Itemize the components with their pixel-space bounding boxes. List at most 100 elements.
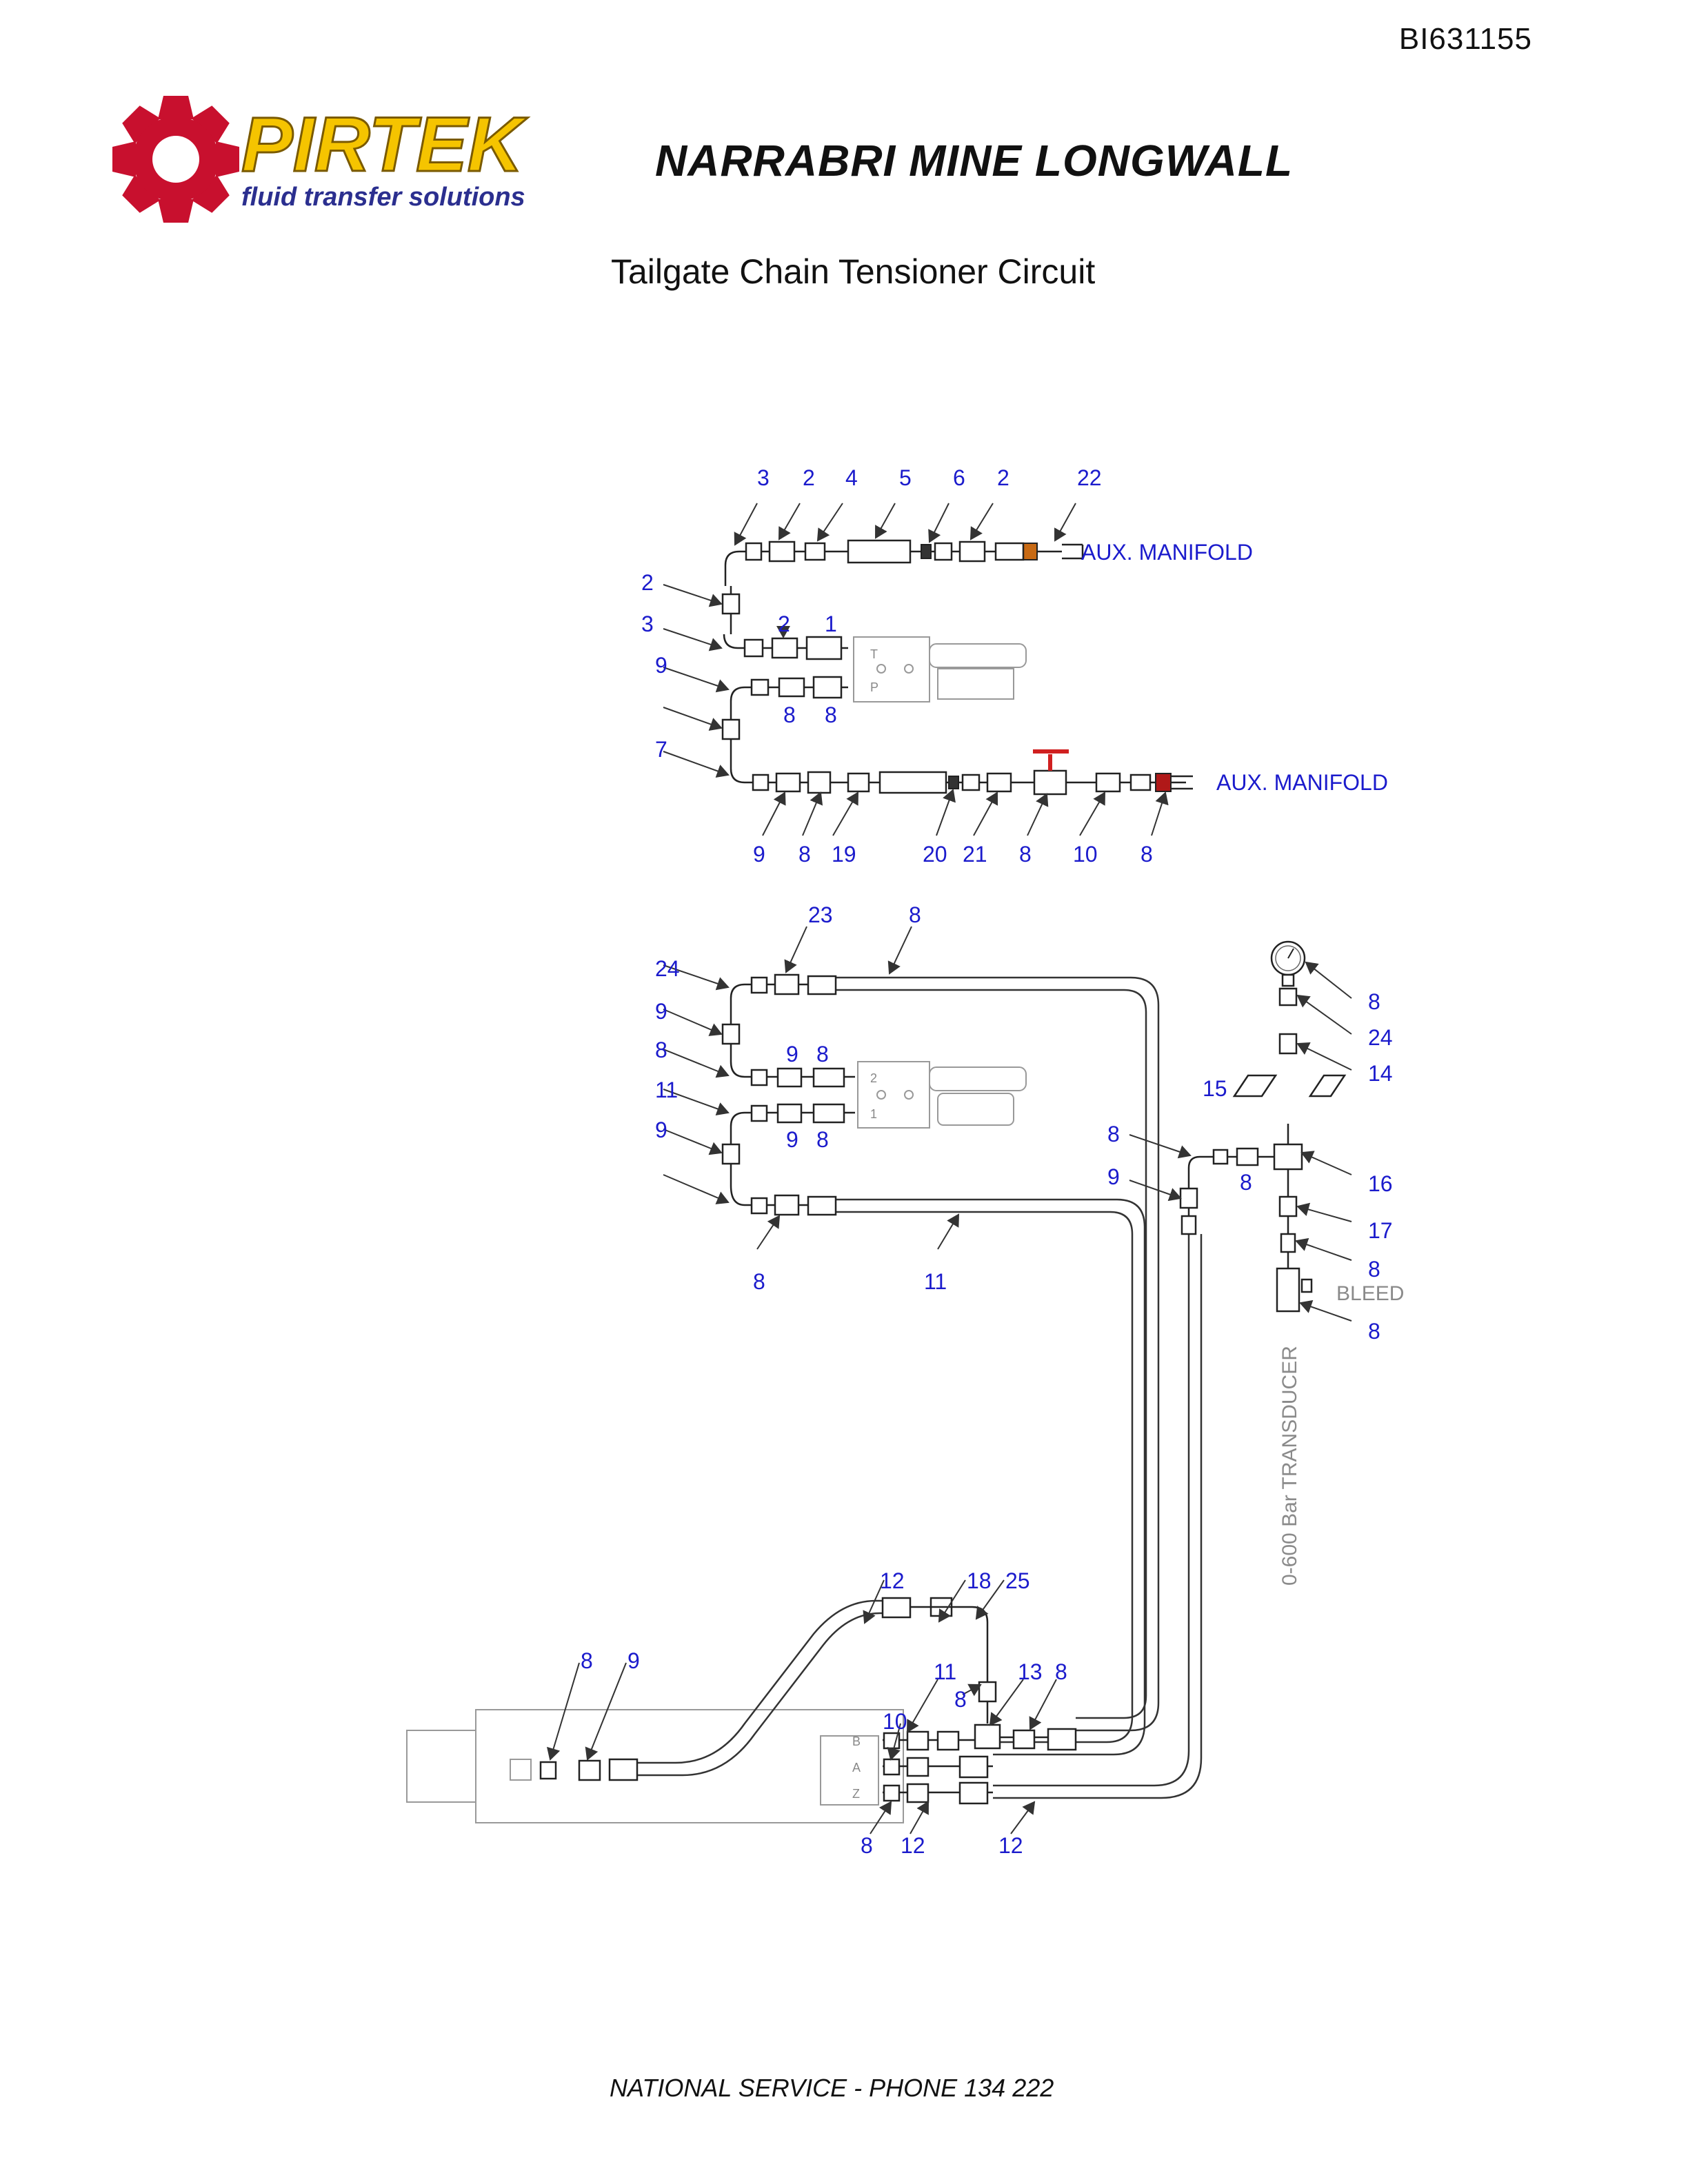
pirtek-logo: PIRTEK fluid transfer solutions [110,94,586,225]
callout-number: 1 [825,611,837,636]
callout-number: 20 [923,842,947,867]
check-valve-5 [847,539,912,564]
callout-number: 9 [655,999,667,1024]
cylinder-port-fittings [883,1728,1077,1805]
callout-number: 8 [1368,1257,1380,1282]
callout-number: 8 [753,1269,765,1294]
top-circuit: T P AUX. MANIFOLD AUX. MANIFOLD [721,539,1388,796]
top-row-fittings [745,539,1025,564]
middle-circuit: 2 1 BLEED 0-600 Bar TRANSDUCER [721,940,1404,1799]
cylinder-rod-end [406,1730,476,1803]
callout-number: 8 [1240,1170,1252,1195]
callout-number: 14 [1368,1061,1393,1086]
callout-number: 2 [997,465,1009,490]
callout-number: 8 [909,902,921,927]
aux-manifold-label-2: AUX. MANIFOLD [1216,770,1388,795]
callout-number: 21 [963,842,987,867]
callout-number: 2 [641,570,654,595]
callout-number: 12 [998,1833,1023,1858]
callout-number: 8 [1368,989,1380,1014]
callout-number: 16 [1368,1171,1393,1196]
callout-number: 15 [1203,1076,1227,1101]
callout-number: 22 [1077,465,1102,490]
callout-number: 25 [1005,1568,1030,1593]
callout-number: 24 [1368,1025,1393,1050]
callout-number: 8 [798,842,811,867]
callout-number: 8 [581,1648,593,1673]
callout-number: 8 [1368,1319,1380,1344]
callout-number: 17 [1368,1218,1393,1243]
callout-number: 3 [641,611,654,636]
callout-number: 9 [753,842,765,867]
callout-number: 18 [967,1568,992,1593]
callout-number: 11 [934,1659,956,1684]
transducer-label: 0-600 Bar TRANSDUCER [1278,1346,1301,1586]
bottom-circuit: B A Z [406,1597,1077,1823]
callout-number: 6 [953,465,965,490]
callout-number: 8 [1141,842,1153,867]
cylinder-port-a: A [852,1761,861,1775]
callout-number: 9 [1107,1164,1120,1189]
control-valve-1 [853,636,930,702]
valve1-port-t: T [870,647,878,661]
callout-number: 10 [883,1709,907,1734]
callout-number: 12 [880,1568,905,1593]
callout-number: 4 [845,465,858,490]
callout-number: 8 [861,1833,873,1858]
callout-number: 8 [816,1127,829,1152]
callout-number: 2 [803,465,815,490]
callout-number: 8 [1019,842,1032,867]
document-code: BI631155 [1398,22,1532,56]
tee-10b [974,1723,1001,1750]
tee-17 [1273,1143,1303,1171]
page-title: NARRABRI MINE LONGWALL [655,136,1294,185]
logo-tagline-text: fluid transfer solutions [241,183,525,212]
callout-number: 8 [954,1687,967,1712]
clamp-16a [1232,1074,1278,1098]
callout-number: 5 [899,465,912,490]
filter-21 [878,771,947,794]
valve-handle [1033,749,1069,771]
callout-number: 13 [1018,1659,1043,1684]
logo-brand-text: PIRTEK [241,101,528,188]
bleed-label: BLEED [1336,1282,1404,1305]
callout-number: 9 [655,653,667,678]
valve2-port-2: 2 [870,1071,877,1085]
callout-number: 8 [655,1038,667,1062]
callout-number: 10 [1073,842,1098,867]
callout-number: 9 [655,1118,667,1142]
manifold-plug-orange [1023,543,1038,560]
callout-number: 19 [832,842,856,867]
callout-number: 12 [901,1833,925,1858]
callout-number: 24 [655,956,680,981]
gear-icon [112,96,239,223]
callout-number: 8 [1055,1659,1067,1684]
footer-service-phone: NATIONAL SERVICE - PHONE 134 222 [610,2074,1054,2102]
second-row-fittings [752,749,1172,796]
callout-number: 8 [783,702,796,727]
callout-number: 11 [924,1269,947,1294]
valve1-port-p: P [870,680,878,694]
callout-number: 9 [627,1648,640,1673]
aux-manifold-label-1: AUX. MANIFOLD [1081,540,1253,565]
manifold-plug-red [1155,773,1172,792]
callout-number: 23 [808,902,833,927]
callout-number: 7 [655,737,667,762]
valve2-port-1: 1 [870,1107,877,1121]
page-subtitle: Tailgate Chain Tensioner Circuit [611,252,1096,291]
callout-number: 9 [786,1127,798,1152]
callout-number: 9 [786,1042,798,1066]
cylinder-port-z: Z [852,1787,860,1801]
bleed-block-18 [1276,1267,1300,1313]
callout-number: 8 [825,702,837,727]
callout-leaders [547,503,1352,1834]
clamp-16b [1308,1074,1347,1098]
pirtek-logo-graphic: PIRTEK fluid transfer solutions [112,96,529,223]
callout-number: 3 [757,465,770,490]
control-valve-2 [857,1061,930,1129]
ball-valve-10 [1033,769,1067,796]
callout-number: 8 [816,1042,829,1066]
callout-number: 2 [778,611,790,636]
